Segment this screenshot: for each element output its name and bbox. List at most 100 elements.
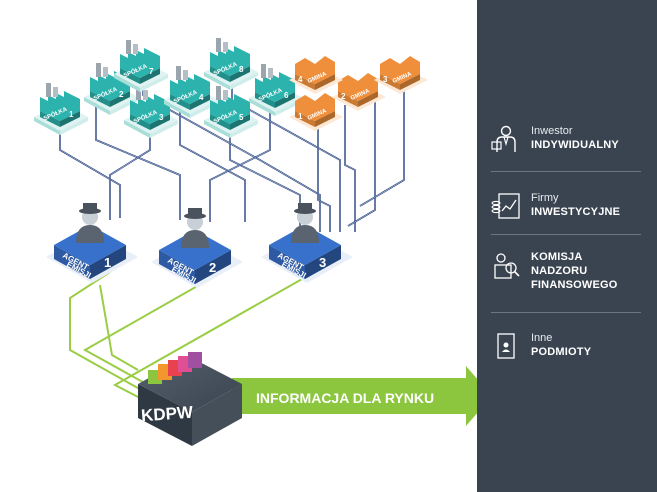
- panel-item-bold-text: INWESTYCYJNE: [531, 206, 621, 218]
- municipality-roof: [295, 56, 335, 84]
- company-front: [170, 94, 190, 110]
- municipality-number: 3: [383, 75, 388, 84]
- panel-item-bold-text: FINANSOWEGO: [531, 279, 618, 291]
- company-front: [130, 114, 150, 130]
- municipality-side: [315, 111, 335, 127]
- kdpw-label: KDPW: [140, 403, 194, 426]
- stack-purple: [188, 352, 202, 368]
- company-roof: [120, 48, 160, 78]
- company-side: [230, 114, 250, 130]
- company-side: [60, 111, 80, 127]
- investment-firms-icon: [491, 193, 520, 219]
- municipality-roof: [380, 56, 420, 84]
- company-front: [90, 91, 110, 107]
- municipality-roof: [338, 73, 378, 101]
- agent-person-body: [291, 225, 319, 243]
- company-side: [150, 114, 170, 130]
- connection-lines: [59, 75, 405, 399]
- company-chimney: [126, 40, 131, 54]
- agent-person-body: [76, 225, 104, 243]
- agent-person-hat-crown: [298, 203, 312, 211]
- company-chimney: [136, 86, 141, 100]
- company-number: 8: [239, 65, 244, 74]
- company-agent-line-highlight: [209, 100, 271, 222]
- company-number: 4: [199, 93, 204, 102]
- company-number: 2: [119, 90, 124, 99]
- kdpw-side: [192, 384, 242, 446]
- company-side: [230, 66, 250, 82]
- company-number: 7: [149, 67, 154, 76]
- company-agent-line-highlight: [179, 100, 246, 222]
- company-chimney: [96, 63, 101, 77]
- municipality-front: [295, 74, 315, 90]
- agent-number: 1: [104, 255, 111, 270]
- agent-front: [269, 245, 305, 279]
- municipality-side: [400, 74, 420, 90]
- company-roof: [210, 94, 250, 124]
- panel-item-bold-text: NADZORU: [531, 265, 588, 277]
- agent-kdpw-line: [69, 271, 146, 393]
- company-base-side: [230, 72, 258, 90]
- panel-divider: [491, 171, 641, 172]
- company-front: [210, 114, 230, 130]
- company-roof: [210, 46, 250, 76]
- company-chimney: [53, 87, 58, 97]
- panel-item-light-text: Firmy: [531, 192, 559, 204]
- company-base-front: [204, 72, 230, 90]
- company-chimney: [46, 83, 51, 97]
- company-number: 1: [69, 110, 74, 119]
- company-agent-line-highlight: [317, 125, 331, 232]
- company-front: [40, 111, 60, 127]
- company-base-side: [150, 120, 178, 138]
- company-base-front: [34, 117, 60, 135]
- company-chimney: [268, 68, 273, 78]
- agent-kdpw-line: [82, 275, 216, 387]
- company-chimney: [183, 70, 188, 80]
- agent-person-hat-crown: [188, 208, 202, 216]
- company-front: [210, 66, 230, 82]
- company-chimney: [216, 38, 221, 52]
- company-side: [110, 91, 130, 107]
- agent-top: [159, 230, 231, 270]
- agent-top: [269, 225, 341, 265]
- agent-kdpw-line: [112, 269, 319, 399]
- municipality-front: [338, 91, 358, 107]
- company-agent-line: [344, 105, 356, 232]
- panel-divider: [491, 312, 641, 313]
- agent-person-hat-crown: [83, 203, 97, 211]
- company-agent-line-highlight: [359, 85, 405, 207]
- agent-number: 3: [319, 255, 326, 270]
- company-base-side: [60, 117, 88, 135]
- company-base-side: [140, 74, 168, 92]
- commission-icon: [494, 253, 520, 279]
- kdpw-stacks: [148, 352, 202, 384]
- agent-front: [159, 250, 195, 284]
- company-side: [140, 68, 160, 84]
- agent-number: 2: [209, 260, 216, 275]
- company-roof: [40, 91, 80, 121]
- company-chimney: [261, 64, 266, 78]
- company-front: [120, 68, 140, 84]
- company-side: [275, 92, 295, 108]
- company-chimney: [143, 90, 148, 100]
- panel-divider: [491, 234, 641, 235]
- municipality-side: [358, 91, 378, 107]
- arrow-shape: [232, 366, 480, 426]
- municipality-front: [380, 74, 400, 90]
- company-base-front: [249, 98, 275, 116]
- municipality-number: 4: [298, 75, 303, 84]
- company-side: [190, 94, 210, 110]
- municipality-roof: [295, 93, 335, 121]
